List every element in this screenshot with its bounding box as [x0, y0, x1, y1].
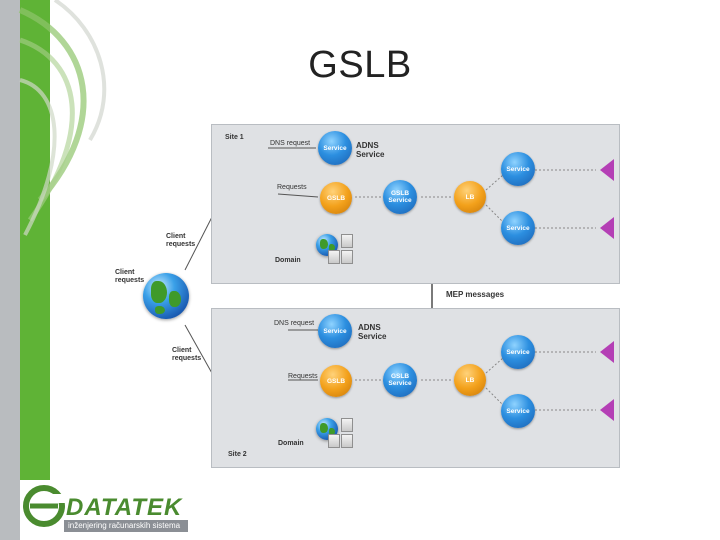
logo-tagline: inženjering računarskih sistema — [64, 520, 188, 532]
site2-adns-node: Service — [318, 314, 352, 348]
site1-server-box-icon — [341, 234, 353, 248]
site2-requests-label: Requests — [288, 373, 318, 380]
site1-panel — [211, 124, 620, 284]
site2-server-box-icon — [341, 434, 353, 448]
site1-label: Site 1 — [225, 134, 244, 141]
site2-server-icon-1 — [600, 341, 614, 363]
site1-server-box-icon — [328, 250, 340, 264]
site1-server-box-icon — [341, 250, 353, 264]
site2-label: Site 2 — [228, 451, 247, 458]
site1-service-node-2: Service — [501, 211, 535, 245]
site2-server-icon-2 — [600, 399, 614, 421]
client-requests-bottom-label: Client requests — [172, 347, 202, 362]
site1-adns-service-label: ADNS Service — [356, 141, 385, 159]
site2-lb-node: LB — [454, 364, 486, 396]
site2-dns-request-label: DNS request — [274, 320, 315, 327]
site1-gslb-service-node: GSLB Service — [383, 180, 417, 214]
left-gray-bar — [0, 0, 20, 540]
client-globe-icon — [143, 273, 189, 319]
site1-gslb-node: GSLB — [320, 182, 352, 214]
site1-server-icon-1 — [600, 159, 614, 181]
client-requests-top-label: Client requests — [166, 233, 196, 248]
site2-domain-label: Domain — [278, 440, 304, 447]
site2-panel — [211, 308, 620, 468]
site1-server-icon-2 — [600, 217, 614, 239]
decorative-globe-lines — [18, 0, 107, 236]
site2-adns-service-label: ADNS Service — [358, 323, 387, 341]
datatek-logo-icon — [23, 485, 72, 527]
site1-dns-request-label: DNS request — [270, 140, 311, 147]
site2-server-box-icon — [328, 434, 340, 448]
logo-name: DATATEK — [66, 494, 183, 521]
client-requests-mid-label: Client requests — [115, 269, 145, 284]
slide-title: GSLB — [308, 44, 412, 86]
site2-server-box-icon — [341, 418, 353, 432]
site1-domain-label: Domain — [275, 257, 301, 264]
mep-messages-label: MEP messages — [446, 290, 505, 299]
site2-gslb-node: GSLB — [320, 365, 352, 397]
site2-service-node-1: Service — [501, 335, 535, 369]
site1-requests-label: Requests — [277, 184, 307, 191]
site1-service-node-1: Service — [501, 152, 535, 186]
site2-gslb-service-node: GSLB Service — [383, 363, 417, 397]
site1-adns-node: Service — [318, 131, 352, 165]
site2-service-node-2: Service — [501, 394, 535, 428]
site1-lb-node: LB — [454, 181, 486, 213]
